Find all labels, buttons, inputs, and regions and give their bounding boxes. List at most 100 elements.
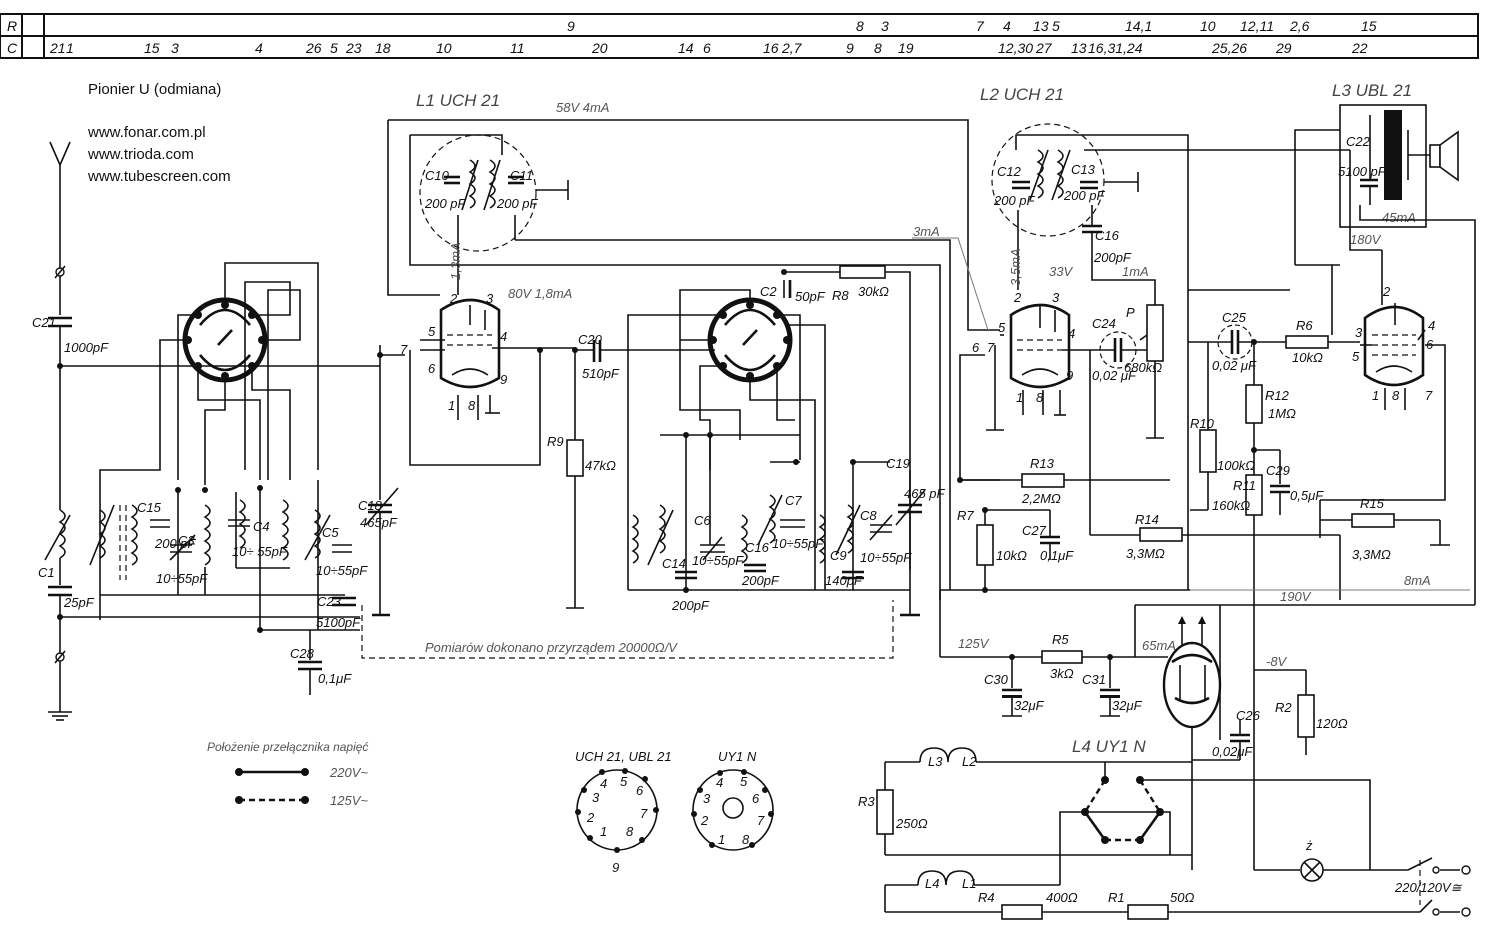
svg-text:R10: R10	[1190, 416, 1215, 431]
svg-text:3,3MΩ: 3,3MΩ	[1126, 546, 1165, 561]
website-tubescreen: www.tubescreen.com	[87, 168, 231, 185]
ref-r: 4	[1003, 18, 1011, 34]
svg-text:R11: R11	[1233, 478, 1256, 493]
svg-text:3: 3	[486, 291, 494, 306]
svg-text:250Ω: 250Ω	[895, 816, 928, 831]
tuning-caps-left: C18 465pF C23 5100pF C28 0,1μF	[260, 345, 405, 695]
svg-text:680kΩ: 680kΩ	[1124, 360, 1162, 375]
svg-text:2: 2	[449, 291, 458, 306]
tuning-cap-c19: C19 465 pF	[886, 456, 946, 617]
ref-c: 8	[874, 40, 882, 56]
pinout-uch21-ubl21: UCH 21, UBL 21 4 5 6 3 7 2 1 8 9	[575, 749, 672, 875]
svg-text:C10: C10	[425, 168, 450, 183]
svg-text:7: 7	[757, 813, 765, 828]
ref-c: 22	[1351, 40, 1368, 56]
svg-text:10kΩ: 10kΩ	[996, 548, 1027, 563]
svg-text:C16: C16	[1095, 228, 1120, 243]
svg-text:45mA: 45mA	[1382, 210, 1416, 225]
wave-switch-2: C2 50pF R8 30kΩ	[627, 265, 911, 590]
svg-text:10÷55pF: 10÷55pF	[772, 536, 824, 551]
coupling-c20-r9: C20 510pF R9 47kΩ	[547, 332, 715, 609]
svg-text:2,2MΩ: 2,2MΩ	[1021, 491, 1061, 506]
svg-text:5: 5	[1352, 349, 1360, 364]
ref-c: 20	[591, 40, 608, 56]
svg-text:C15: C15	[137, 500, 162, 515]
svg-text:1000pF: 1000pF	[64, 340, 109, 355]
svg-text:160kΩ: 160kΩ	[1212, 498, 1250, 513]
ref-c: 12,30	[998, 40, 1033, 56]
ref-r: 14,1	[1125, 18, 1152, 34]
ref-c: 2,7	[781, 40, 803, 56]
svg-text:5: 5	[740, 774, 748, 789]
svg-text:3kΩ: 3kΩ	[1050, 666, 1074, 681]
svg-text:4: 4	[1068, 326, 1075, 341]
svg-text:0,02μF: 0,02μF	[1212, 744, 1253, 759]
svg-text:R6: R6	[1296, 318, 1313, 333]
svg-text:2: 2	[586, 810, 595, 825]
svg-text:9: 9	[1066, 368, 1073, 383]
svg-text:180V: 180V	[1350, 232, 1382, 247]
svg-text:400Ω: 400Ω	[1046, 890, 1078, 905]
svg-text:L4 UY1 N: L4 UY1 N	[1072, 737, 1146, 756]
svg-text:0,1μF: 0,1μF	[318, 671, 352, 686]
svg-text:0,02 μF: 0,02 μF	[1092, 368, 1137, 383]
svg-text:P: P	[1126, 305, 1135, 320]
ref-c: 11	[510, 40, 525, 56]
svg-text:L1 UCH 21: L1 UCH 21	[416, 91, 500, 110]
ref-c: 19	[898, 40, 914, 56]
svg-text:C7: C7	[785, 493, 802, 508]
output-coupling: C25 0,02 μF R6 10kΩ R12 1MΩ C29 0,5μF R1…	[1188, 310, 1360, 870]
svg-text:200 pF: 200 pF	[496, 196, 539, 211]
svg-text:R3: R3	[858, 794, 875, 809]
svg-text:10÷55pF: 10÷55pF	[860, 550, 912, 565]
svg-text:C30: C30	[984, 672, 1009, 687]
svg-text:32μF: 32μF	[1014, 698, 1045, 713]
website-trioda: www.trioda.com	[87, 146, 194, 163]
svg-text:125V: 125V	[958, 636, 990, 651]
svg-text:465pF: 465pF	[360, 515, 398, 530]
svg-text:6: 6	[1426, 337, 1434, 352]
svg-text:80V 1,8mA: 80V 1,8mA	[508, 286, 572, 301]
svg-text:47kΩ: 47kΩ	[585, 458, 616, 473]
svg-text:-8V: -8V	[1266, 654, 1288, 669]
svg-text:190V: 190V	[1280, 589, 1312, 604]
svg-text:8: 8	[468, 398, 476, 413]
svg-text:L2: L2	[962, 754, 977, 769]
svg-text:L3 UBL 21: L3 UBL 21	[1332, 81, 1412, 100]
svg-text:C20: C20	[578, 332, 603, 347]
svg-text:4: 4	[500, 329, 507, 344]
oscillator-coils: C14 200pF C6 10÷55pF C16 200pF C7 10÷55p…	[628, 432, 912, 613]
voltage-selector	[1059, 762, 1371, 885]
svg-text:200pF: 200pF	[671, 598, 710, 613]
svg-text:6: 6	[636, 783, 644, 798]
svg-text:R13: R13	[1030, 456, 1055, 471]
svg-text:L2 UCH 21: L2 UCH 21	[980, 85, 1064, 104]
detector-stage: C24 0,02 μF P 680kΩ R14 3,3MΩ	[1085, 304, 1340, 561]
wave-switch-1	[99, 262, 319, 620]
svg-text:5100pF: 5100pF	[316, 615, 361, 630]
if-can-1	[419, 134, 537, 252]
svg-text:C16: C16	[745, 540, 770, 555]
ref-c: 29	[1275, 40, 1292, 56]
svg-text:L3: L3	[928, 754, 943, 769]
svg-text:140pF: 140pF	[825, 573, 863, 588]
antenna-icon	[49, 141, 71, 168]
svg-text:R4: R4	[978, 890, 995, 905]
svg-text:L1: L1	[962, 876, 976, 891]
ref-c: 13	[1071, 40, 1087, 56]
svg-text:9: 9	[612, 860, 619, 875]
mains-terminal-icon	[1461, 907, 1471, 917]
mains-terminal-icon	[1461, 865, 1471, 875]
svg-text:6: 6	[972, 340, 980, 355]
ref-r: 7	[976, 18, 985, 34]
svg-text:8: 8	[1036, 390, 1044, 405]
ref-r: 13	[1033, 18, 1049, 34]
antenna-section: C21 1000pF C1 25pF	[32, 141, 380, 721]
svg-text:10÷55pF: 10÷55pF	[316, 563, 368, 578]
svg-text:ż: ż	[1305, 838, 1313, 853]
svg-text:C11: C11	[510, 168, 533, 183]
svg-text:2: 2	[1013, 290, 1022, 305]
svg-text:9: 9	[500, 372, 507, 387]
svg-text:50Ω: 50Ω	[1170, 890, 1194, 905]
svg-text:R12: R12	[1265, 388, 1290, 403]
